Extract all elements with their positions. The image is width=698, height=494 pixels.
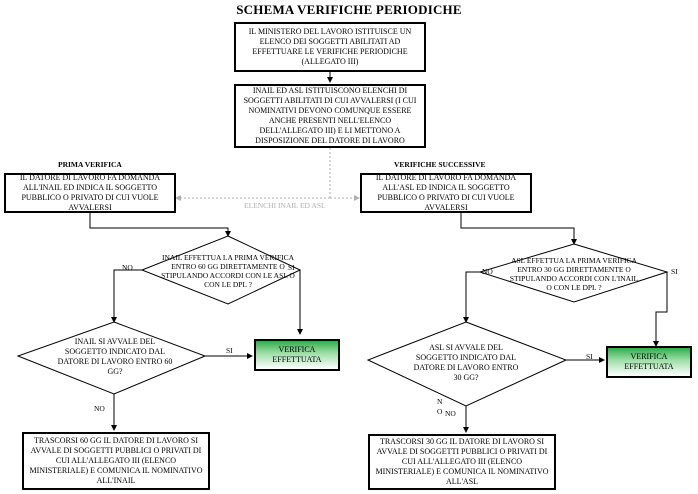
left-first-si-label: SI <box>288 263 295 272</box>
right-bottom-text: TRASCORSI 30 GG IL DATORE DI LAVORO SI A… <box>375 437 549 486</box>
right-second-no-label: NO <box>445 409 456 418</box>
right-request-box: IL DATORE DI LAVORO FA DOMANDA ALL'ASL E… <box>360 173 532 213</box>
left-verification-done-text: VERIFICA EFFETTUATA <box>272 345 322 364</box>
elenchi-text: INAIL ED ASL ISTITUISCONO ELENCHI DI SOG… <box>243 86 417 145</box>
right-first-si-label: SI <box>671 267 678 276</box>
arrow-right-first-no <box>463 271 480 323</box>
right-second-si-label: SI <box>586 352 593 361</box>
left-bottom-box: TRASCORSI 60 GG IL DATORE DI LAVORO SI A… <box>22 432 210 490</box>
elenchi-connector-label: ELENCHI INAIL ED ASL <box>244 201 326 210</box>
right-second-no-o: O <box>437 407 443 416</box>
right-verification-done-box: VERIFICA EFFETTUATA <box>606 346 692 378</box>
section-label-verifiche-successive: VERIFICHE SUCCESSIVE <box>394 160 486 169</box>
right-first-decision-diamond <box>478 243 669 303</box>
right-bottom-box: TRASCORSI 30 GG IL DATORE DI LAVORO SI A… <box>368 434 556 490</box>
right-second-decision-text: ASL SI AVVALE DEL SOGGETTO INDICATO DAL … <box>413 343 519 382</box>
ministero-text: IL MINISTERO DEL LAVORO ISTITUISCE UN EL… <box>248 27 412 66</box>
left-second-decision-text: INAIL SI AVVALE DEL SOGGETTO INDICATO DA… <box>57 337 173 376</box>
right-verification-done-text: VERIFICA EFFETTUATA <box>624 352 674 371</box>
left-bottom-text: TRASCORSI 60 GG IL DATORE DI LAVORO SI A… <box>29 436 203 485</box>
left-second-no-label: NO <box>94 404 105 413</box>
right-first-decision-text: ASL EFFETTUA LA PRIMA VERIFICA ENTRO 30 … <box>509 256 639 292</box>
arrow-left-first-no <box>111 269 142 323</box>
left-verification-done-box: VERIFICA EFFETTUATA <box>254 339 340 371</box>
right-first-no-label: NO <box>482 267 493 276</box>
page-title: SCHEMA VERIFICHE PERIODICHE <box>236 2 462 17</box>
arrow-right-first-si <box>653 272 668 347</box>
elenchi-box: INAIL ED ASL ISTITUISCONO ELENCHI DI SOG… <box>234 84 426 148</box>
arrow-left-request-to-first-diamond <box>89 213 231 237</box>
left-request-box: IL DATORE DI LAVORO FA DOMANDA ALL'INAIL… <box>4 173 176 213</box>
arrow-right-request-to-first-diamond <box>460 213 577 245</box>
elenchi-dotted-connector <box>175 148 360 201</box>
left-second-si-label: SI <box>226 346 233 355</box>
right-request-text: IL DATORE DI LAVORO FA DOMANDA ALL'ASL E… <box>375 173 517 212</box>
left-first-no-label: NO <box>122 263 133 272</box>
left-first-decision-diamond <box>140 235 302 305</box>
left-first-decision-text: INAIL EFFETTUA LA PRIMA VERIFICA ENTRO 6… <box>161 253 295 289</box>
section-label-prima-verifica: PRIMA VERIFICA <box>58 160 122 169</box>
left-request-text: IL DATORE DI LAVORO FA DOMANDA ALL'INAIL… <box>19 173 161 212</box>
right-second-no-n: N <box>437 397 443 406</box>
ministero-box: IL MINISTERO DEL LAVORO ISTITUISCE UN EL… <box>234 22 426 72</box>
